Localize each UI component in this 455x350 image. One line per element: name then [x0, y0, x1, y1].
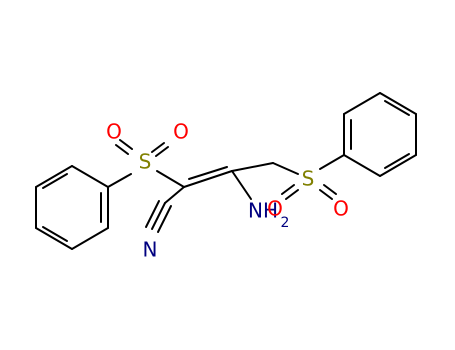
bond	[71, 227, 109, 250]
amine-subscript: 2	[281, 215, 290, 231]
bond-triple	[157, 205, 172, 233]
bond-double-inner	[384, 153, 410, 169]
bond	[379, 154, 417, 177]
bond	[379, 92, 417, 115]
bond-triple	[145, 200, 160, 228]
bond-double-inner	[42, 173, 68, 189]
bond	[35, 165, 73, 188]
bond	[272, 162, 299, 175]
oxygen-atom: O	[333, 197, 349, 221]
bond-so	[155, 146, 169, 157]
left-sulfonyl-group: S O O	[106, 120, 189, 174]
bond	[231, 170, 252, 200]
bond	[156, 170, 185, 188]
bond-so	[151, 142, 165, 153]
right-sulfonyl-group: S O O	[267, 167, 349, 221]
left-phenyl-ring	[35, 165, 109, 250]
oxygen-atom: O	[106, 120, 122, 144]
bond-so	[285, 189, 299, 200]
bond-double-inner	[188, 166, 228, 180]
sulfur-atom-left: S	[139, 150, 152, 174]
bond-double	[183, 170, 233, 188]
bond-so	[319, 189, 333, 200]
bond	[231, 162, 274, 172]
bond	[107, 173, 132, 188]
bond	[319, 154, 345, 170]
oxygen-atom: O	[173, 120, 189, 144]
bond	[164, 186, 185, 204]
bond	[71, 165, 109, 188]
bond-so	[281, 184, 295, 195]
bond-so	[119, 139, 133, 150]
amine-group: NH	[248, 199, 278, 223]
bond-so	[323, 184, 337, 195]
bond	[35, 227, 73, 250]
nitrogen-atom-nitrile: N	[143, 238, 158, 262]
bond	[343, 92, 381, 115]
right-phenyl-ring	[343, 92, 417, 177]
bond	[343, 154, 381, 177]
bond-so	[115, 144, 129, 155]
oxygen-atom: O	[267, 197, 283, 221]
bond-double-inner	[384, 100, 410, 116]
sulfur-atom-right: S	[302, 167, 315, 191]
bond-triple	[151, 202, 166, 230]
bond-double-inner	[42, 226, 68, 242]
